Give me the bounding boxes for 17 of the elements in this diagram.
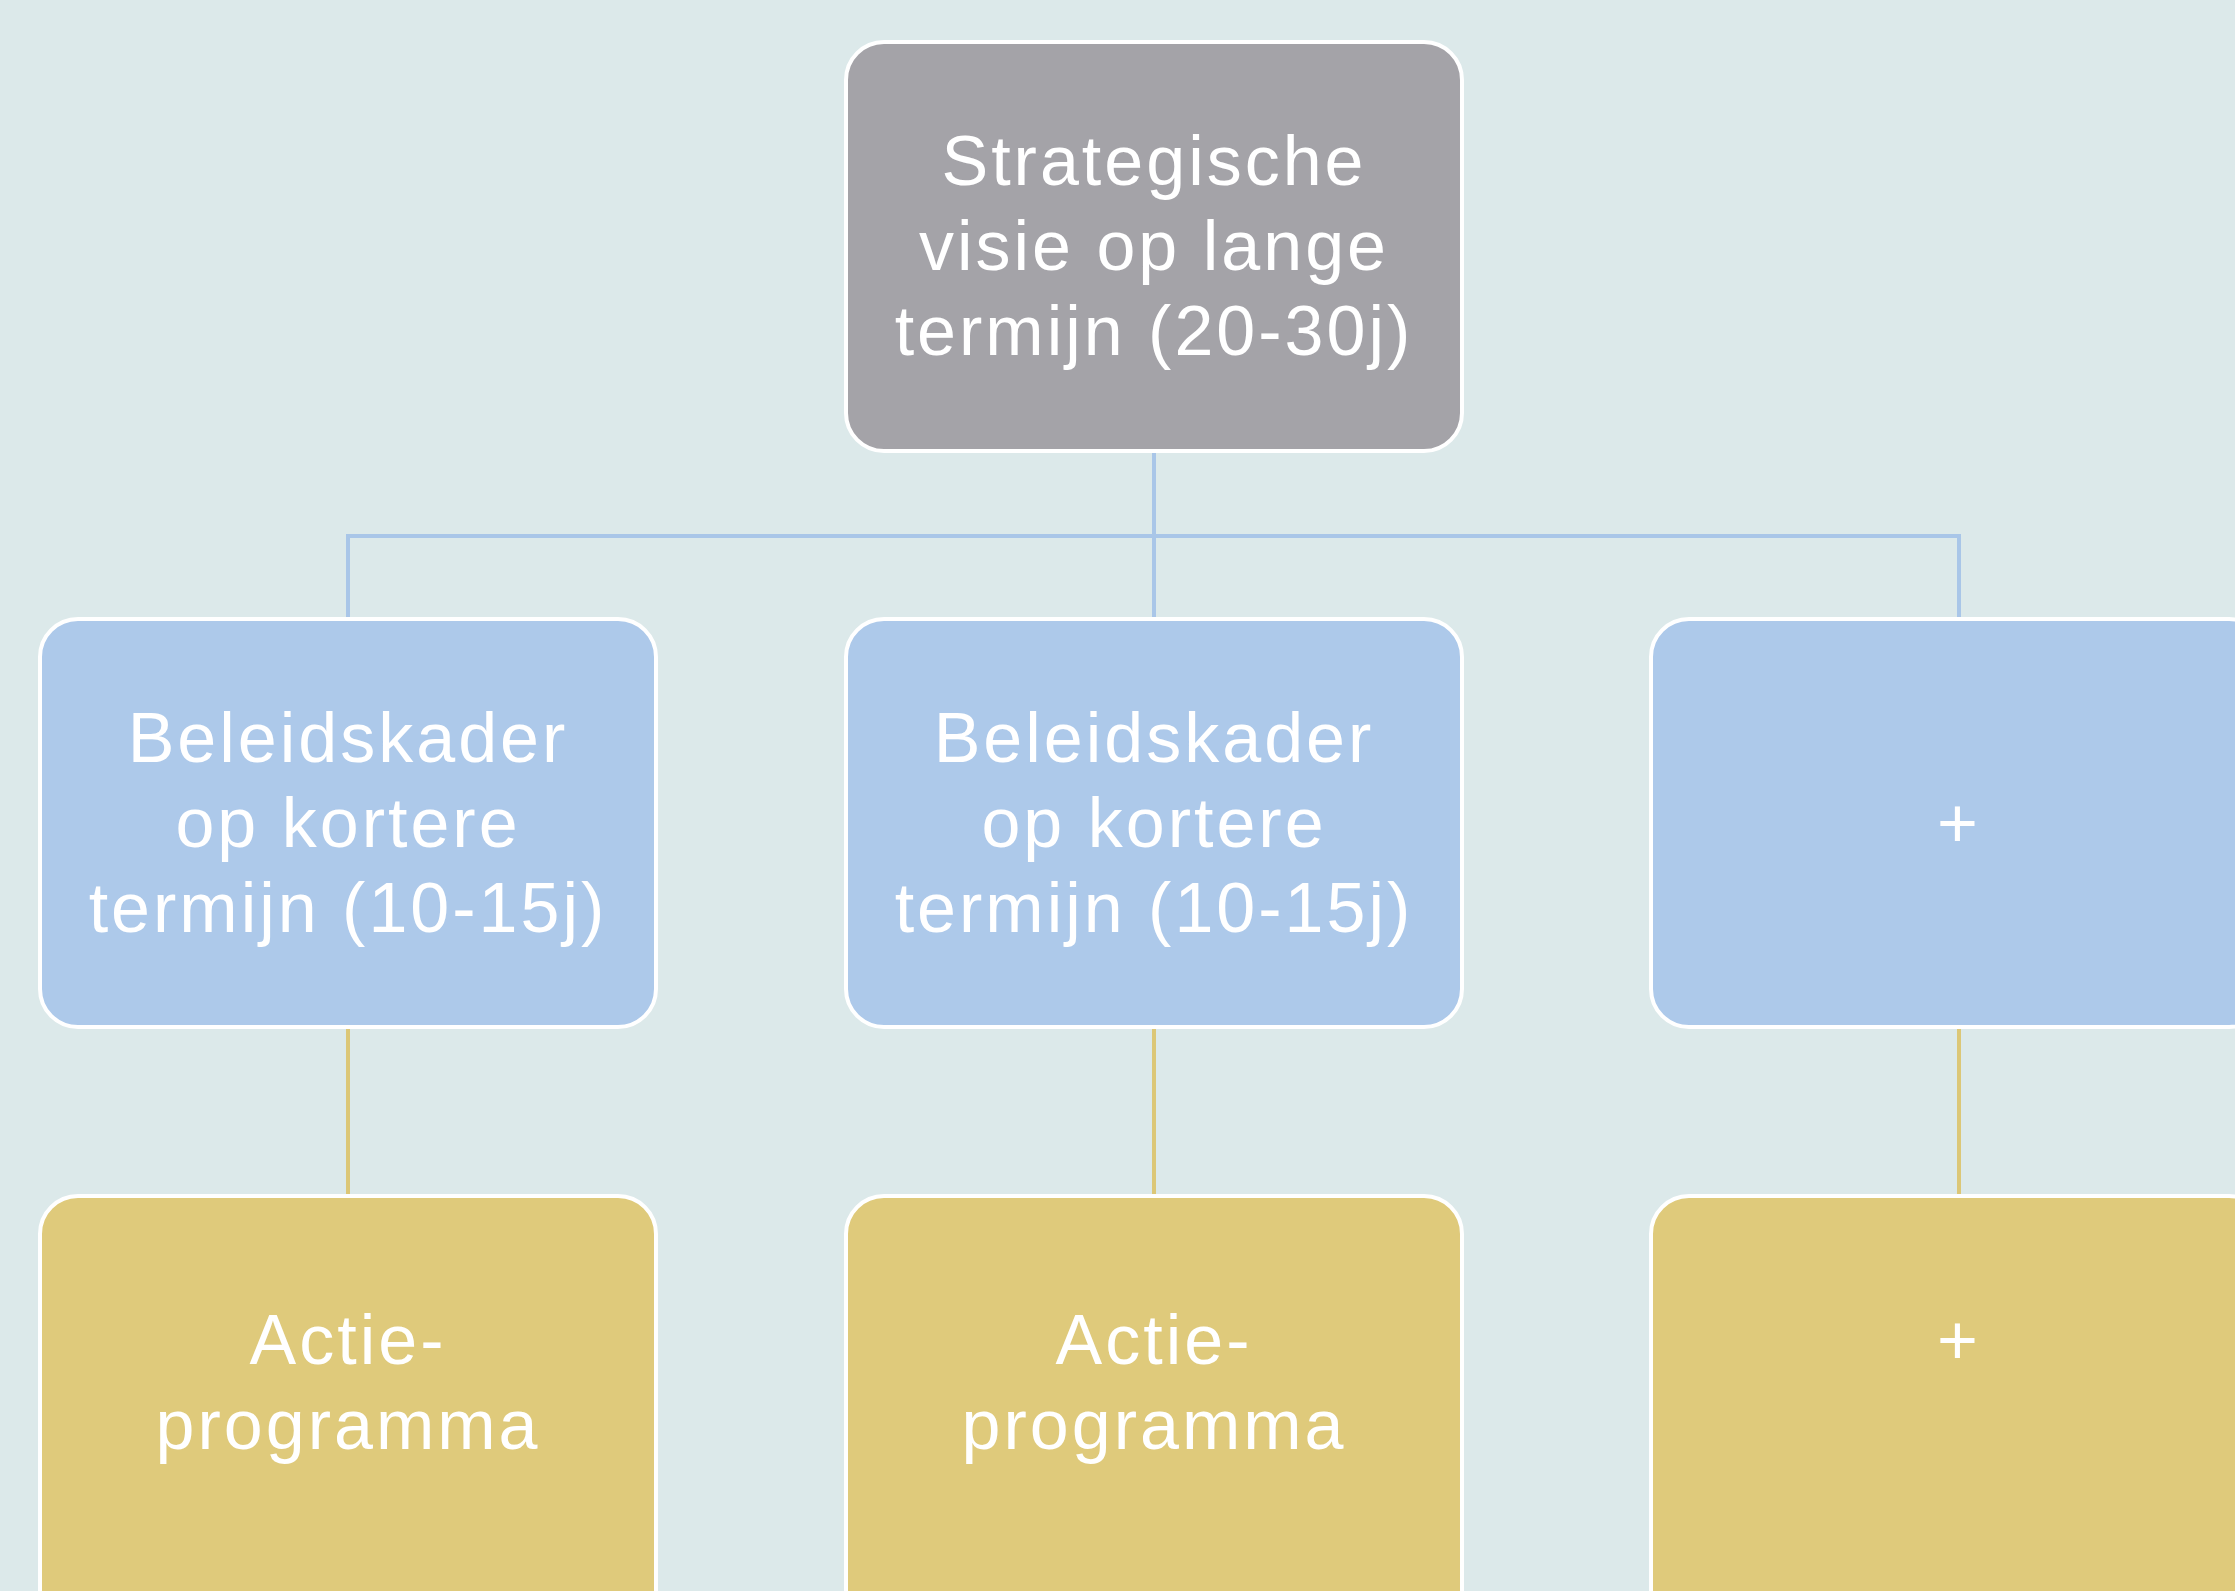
box-label: + bbox=[1937, 1300, 1981, 1381]
box-label: Strategische visie op lange termijn (20-30j) bbox=[893, 121, 1415, 372]
connector-line bbox=[1152, 1029, 1156, 1194]
action-box bbox=[844, 1194, 1464, 1591]
action-box bbox=[38, 1194, 658, 1591]
box-label: Actie- programma bbox=[960, 1300, 1348, 1466]
box-label: Beleidskader op kortere termijn (10-15j) bbox=[87, 697, 609, 949]
policy-box bbox=[1649, 617, 2235, 1029]
connector-line bbox=[346, 1029, 350, 1194]
connector-line bbox=[1957, 1029, 1961, 1194]
vision-box bbox=[844, 40, 1464, 453]
box-label: Beleidskader op kortere termijn (10-15j) bbox=[893, 697, 1415, 949]
box-label: + bbox=[1937, 782, 1981, 864]
action-box bbox=[1649, 1194, 2235, 1591]
policy-box bbox=[844, 617, 1464, 1029]
policy-box bbox=[38, 617, 658, 1029]
box-label: Actie- programma bbox=[154, 1300, 542, 1466]
